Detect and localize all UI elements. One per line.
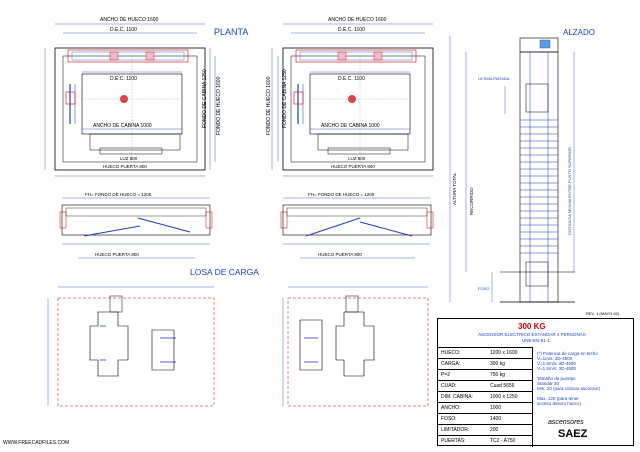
revision-label: REV. 1 (MAYO-02) bbox=[586, 311, 620, 316]
spec-row: DIM. CABINA: 1000 x 1250 bbox=[438, 392, 532, 403]
note-line: Tamaño de puertas bbox=[537, 376, 576, 381]
elevation-foso-label: FOSO bbox=[478, 286, 489, 291]
spec-key: HUECO: bbox=[441, 350, 461, 356]
spec-value: 1000 x 1250 bbox=[490, 394, 518, 400]
door-left-hueco-puerta-label: HUECO PUERTA 800 bbox=[95, 252, 139, 257]
slab-plan-left bbox=[47, 286, 215, 407]
note-line: V=1m/s: 3D-4500 bbox=[537, 356, 573, 361]
spec-value: Cuad 5656 bbox=[490, 383, 515, 389]
door-right-hueco-puerta-label: HUECO PUERTA 800 bbox=[318, 252, 362, 257]
spec-row: CARGA: 300 kg bbox=[438, 359, 532, 370]
spec-key: ANCHO: bbox=[441, 405, 461, 411]
brand-small: ascensores bbox=[548, 419, 584, 426]
spec-row: ANCHO: 1000 bbox=[438, 403, 532, 414]
note-line: V=1.6m/s: 3D-4500 bbox=[537, 361, 576, 366]
spec-key: CARGA: bbox=[441, 361, 461, 367]
elevation-ultima-parada-label: ULTIMA PARADA bbox=[478, 76, 510, 81]
spec-row: PUERTAS: TC2 - A750 bbox=[438, 436, 532, 447]
spec-value: 1000 bbox=[490, 405, 502, 411]
plan-fondo-hueco-label: FONDO DE HUECO 1600 bbox=[216, 76, 222, 135]
spec-row: LIMITADOR: 200 bbox=[438, 425, 532, 436]
spec-row: FOSO: 1400 bbox=[438, 414, 532, 425]
note-line: V=1.6m/s: 3D-4500 bbox=[537, 366, 576, 371]
spec-value: 750 kg bbox=[490, 372, 506, 378]
spec-key: LIMITADOR: bbox=[441, 427, 470, 433]
plan-fondo-cabina-label: FONDO DE CABINA 1250 bbox=[202, 69, 208, 128]
plan-ancho-hueco-label: ANCHO DE HUECO 1600 bbox=[100, 17, 159, 23]
note-line: Max. 120 (para tener bbox=[537, 396, 579, 401]
door-right-fh-label: FH= FONDO DE HUECO = 1200 bbox=[308, 192, 375, 197]
plan-view-right bbox=[271, 23, 434, 177]
spec-key: FOSO: bbox=[441, 416, 457, 422]
plan-right-ancho-hueco-label: ANCHO DE HUECO 1600 bbox=[328, 17, 387, 23]
note-line: Standar 20 bbox=[537, 381, 560, 386]
plan-hueco-puerta-label: HUECO PUERTA 800 bbox=[103, 164, 147, 169]
note-line: (*) Potencia de carga en techo bbox=[537, 351, 598, 356]
plan-luz-label: LUZ 800 bbox=[120, 156, 138, 161]
spec-value: 300 kg bbox=[490, 361, 506, 367]
elevation-altura-total-label: ALTURA TOTAL bbox=[452, 172, 457, 205]
door-detail-left bbox=[59, 197, 213, 259]
losa-title: LOSA DE CARGA bbox=[190, 267, 259, 277]
spec-value: 1400 bbox=[490, 416, 502, 422]
title-norm: UNE-EN-81-1 bbox=[522, 338, 550, 343]
spec-key: CUAD: bbox=[441, 383, 457, 389]
title-block: 300 KG ASCENSOR ELECTRICO ESTANDAR 4 PER… bbox=[437, 318, 634, 447]
spec-table: HUECO: 1200 x 1600 CARGA: 300 kg P=2 750 kg… bbox=[438, 347, 533, 447]
door-left-fh-label: FH= FONDO DE HUECO = 1200 bbox=[85, 192, 152, 197]
spec-value: TC2 - A750 bbox=[490, 438, 516, 444]
spec-key: DIM. CABINA: bbox=[441, 394, 473, 400]
plan-right-ancho-cabina-label: ANCHO DE CABINA 1000 bbox=[321, 123, 380, 129]
plan-view-left bbox=[44, 23, 216, 177]
spec-key: P=2 bbox=[441, 372, 451, 378]
plan-right-luz-label: LUZ 800 bbox=[348, 156, 366, 161]
plan-right-hueco-puerta-label: HUECO PUERTA 800 bbox=[331, 164, 375, 169]
notes-block: (*) Potencia de carga en techo V=1m/s: 3… bbox=[537, 351, 631, 411]
note-line: acceso directo hueco) bbox=[537, 401, 582, 406]
spec-row: CUAD: Cuad 5656 bbox=[438, 381, 532, 392]
plan-right-dec-inner-label: D.E.C. 1100 bbox=[338, 76, 365, 82]
plan-dec-inner-label: D.E.C. 1100 bbox=[110, 76, 137, 82]
brand-name: SAEZ bbox=[558, 428, 588, 440]
website-label: WWW.FREECADFILES.COM bbox=[3, 440, 69, 446]
elevation-distancia-label: DISTANCIA MINIMA ENTRE PUNTO SUPERIOR bbox=[567, 147, 572, 235]
spec-row: HUECO: 1200 x 1600 bbox=[438, 348, 532, 359]
alzado-title: ALZADO bbox=[563, 28, 595, 37]
plan-right-dec-label: D.E.C. 1100 bbox=[338, 27, 365, 33]
spec-row: P=2 750 kg bbox=[438, 370, 532, 381]
planta-title: PLANTA bbox=[214, 27, 248, 37]
spec-key: PUERTAS: bbox=[441, 438, 466, 444]
spec-value: 200 bbox=[490, 427, 499, 433]
elevation-recorrido-label: RECORRIDO bbox=[469, 187, 474, 215]
plan-right-fondo-cabina-label: FONDO DE CABINA 1250 bbox=[282, 69, 288, 128]
title-subtitle: ASCENSOR ELECTRICO ESTANDAR 4 PERSONAS bbox=[478, 332, 586, 337]
elevation-view bbox=[449, 36, 575, 303]
slab-plan-right bbox=[282, 286, 429, 407]
title-capacity: 300 KG bbox=[518, 322, 546, 331]
plan-dec-label: D.E.C. 1100 bbox=[110, 27, 137, 33]
plan-ancho-cabina-label: ANCHO DE CABINA 1000 bbox=[93, 123, 152, 129]
plan-right-fondo-hueco-label: FONDO DE HUECO 1600 bbox=[266, 76, 272, 135]
spec-value: 1200 x 1600 bbox=[490, 350, 518, 356]
door-detail-right bbox=[280, 197, 434, 259]
note-line: Min. 20 (para colocar ascensor) bbox=[537, 386, 601, 391]
